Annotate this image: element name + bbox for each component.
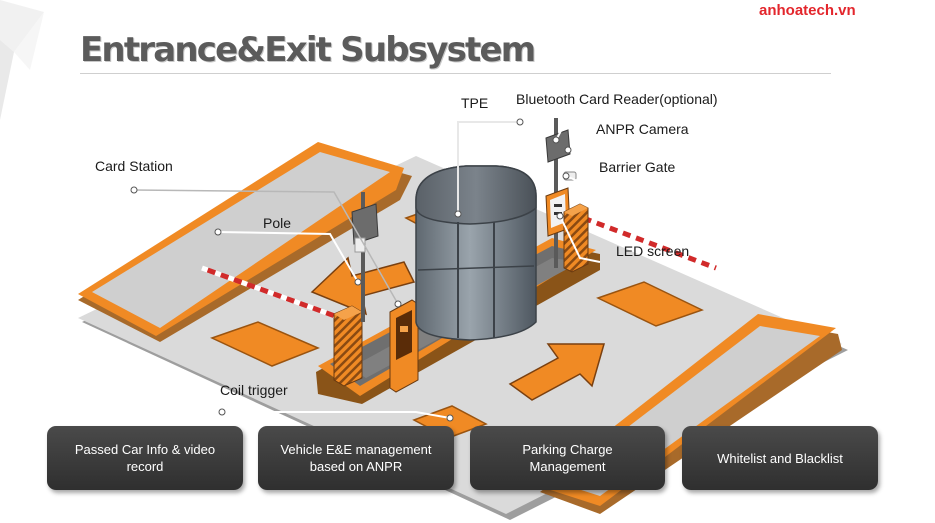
label-bluetooth-card-reader: Bluetooth Card Reader(optional) [516,91,718,107]
feature-box-vehicle-management: Vehicle E&E management based on ANPR [258,426,454,490]
label-coil-trigger: Coil trigger [220,382,288,398]
watermark-text: anhoatech.vn [759,2,856,19]
decorative-corner-shape [0,0,44,120]
feature-box-passed-car-info: Passed Car Info & video record [47,426,243,490]
callout-leader-lines [217,111,613,419]
title-divider [80,73,831,74]
label-card-station: Card Station [95,158,173,174]
left-barrier-cabinet [333,305,363,387]
label-anpr-camera: ANPR Camera [596,121,689,137]
toll-booth [415,165,537,341]
left-sidewalk [78,142,412,342]
label-barrier-gate: Barrier Gate [599,159,676,175]
callout-leader-lines-gray [133,189,399,305]
label-tpe: TPE [461,95,489,111]
direction-arrow-exit [508,343,605,401]
callout-endpoints [130,118,572,422]
page-title: Entrance&Exit Subsystem [80,30,536,70]
label-led-screen: LED screen [616,243,690,259]
feature-box-whitelist-blacklist: Whitelist and Blacklist [682,426,878,490]
card-station [389,299,419,393]
feature-box-parking-charge: Parking Charge Management [470,426,665,490]
right-barrier-cabinet [563,203,589,273]
right-barrier-arm [577,213,717,271]
label-pole: Pole [263,215,292,231]
left-barrier-arm [201,265,347,323]
